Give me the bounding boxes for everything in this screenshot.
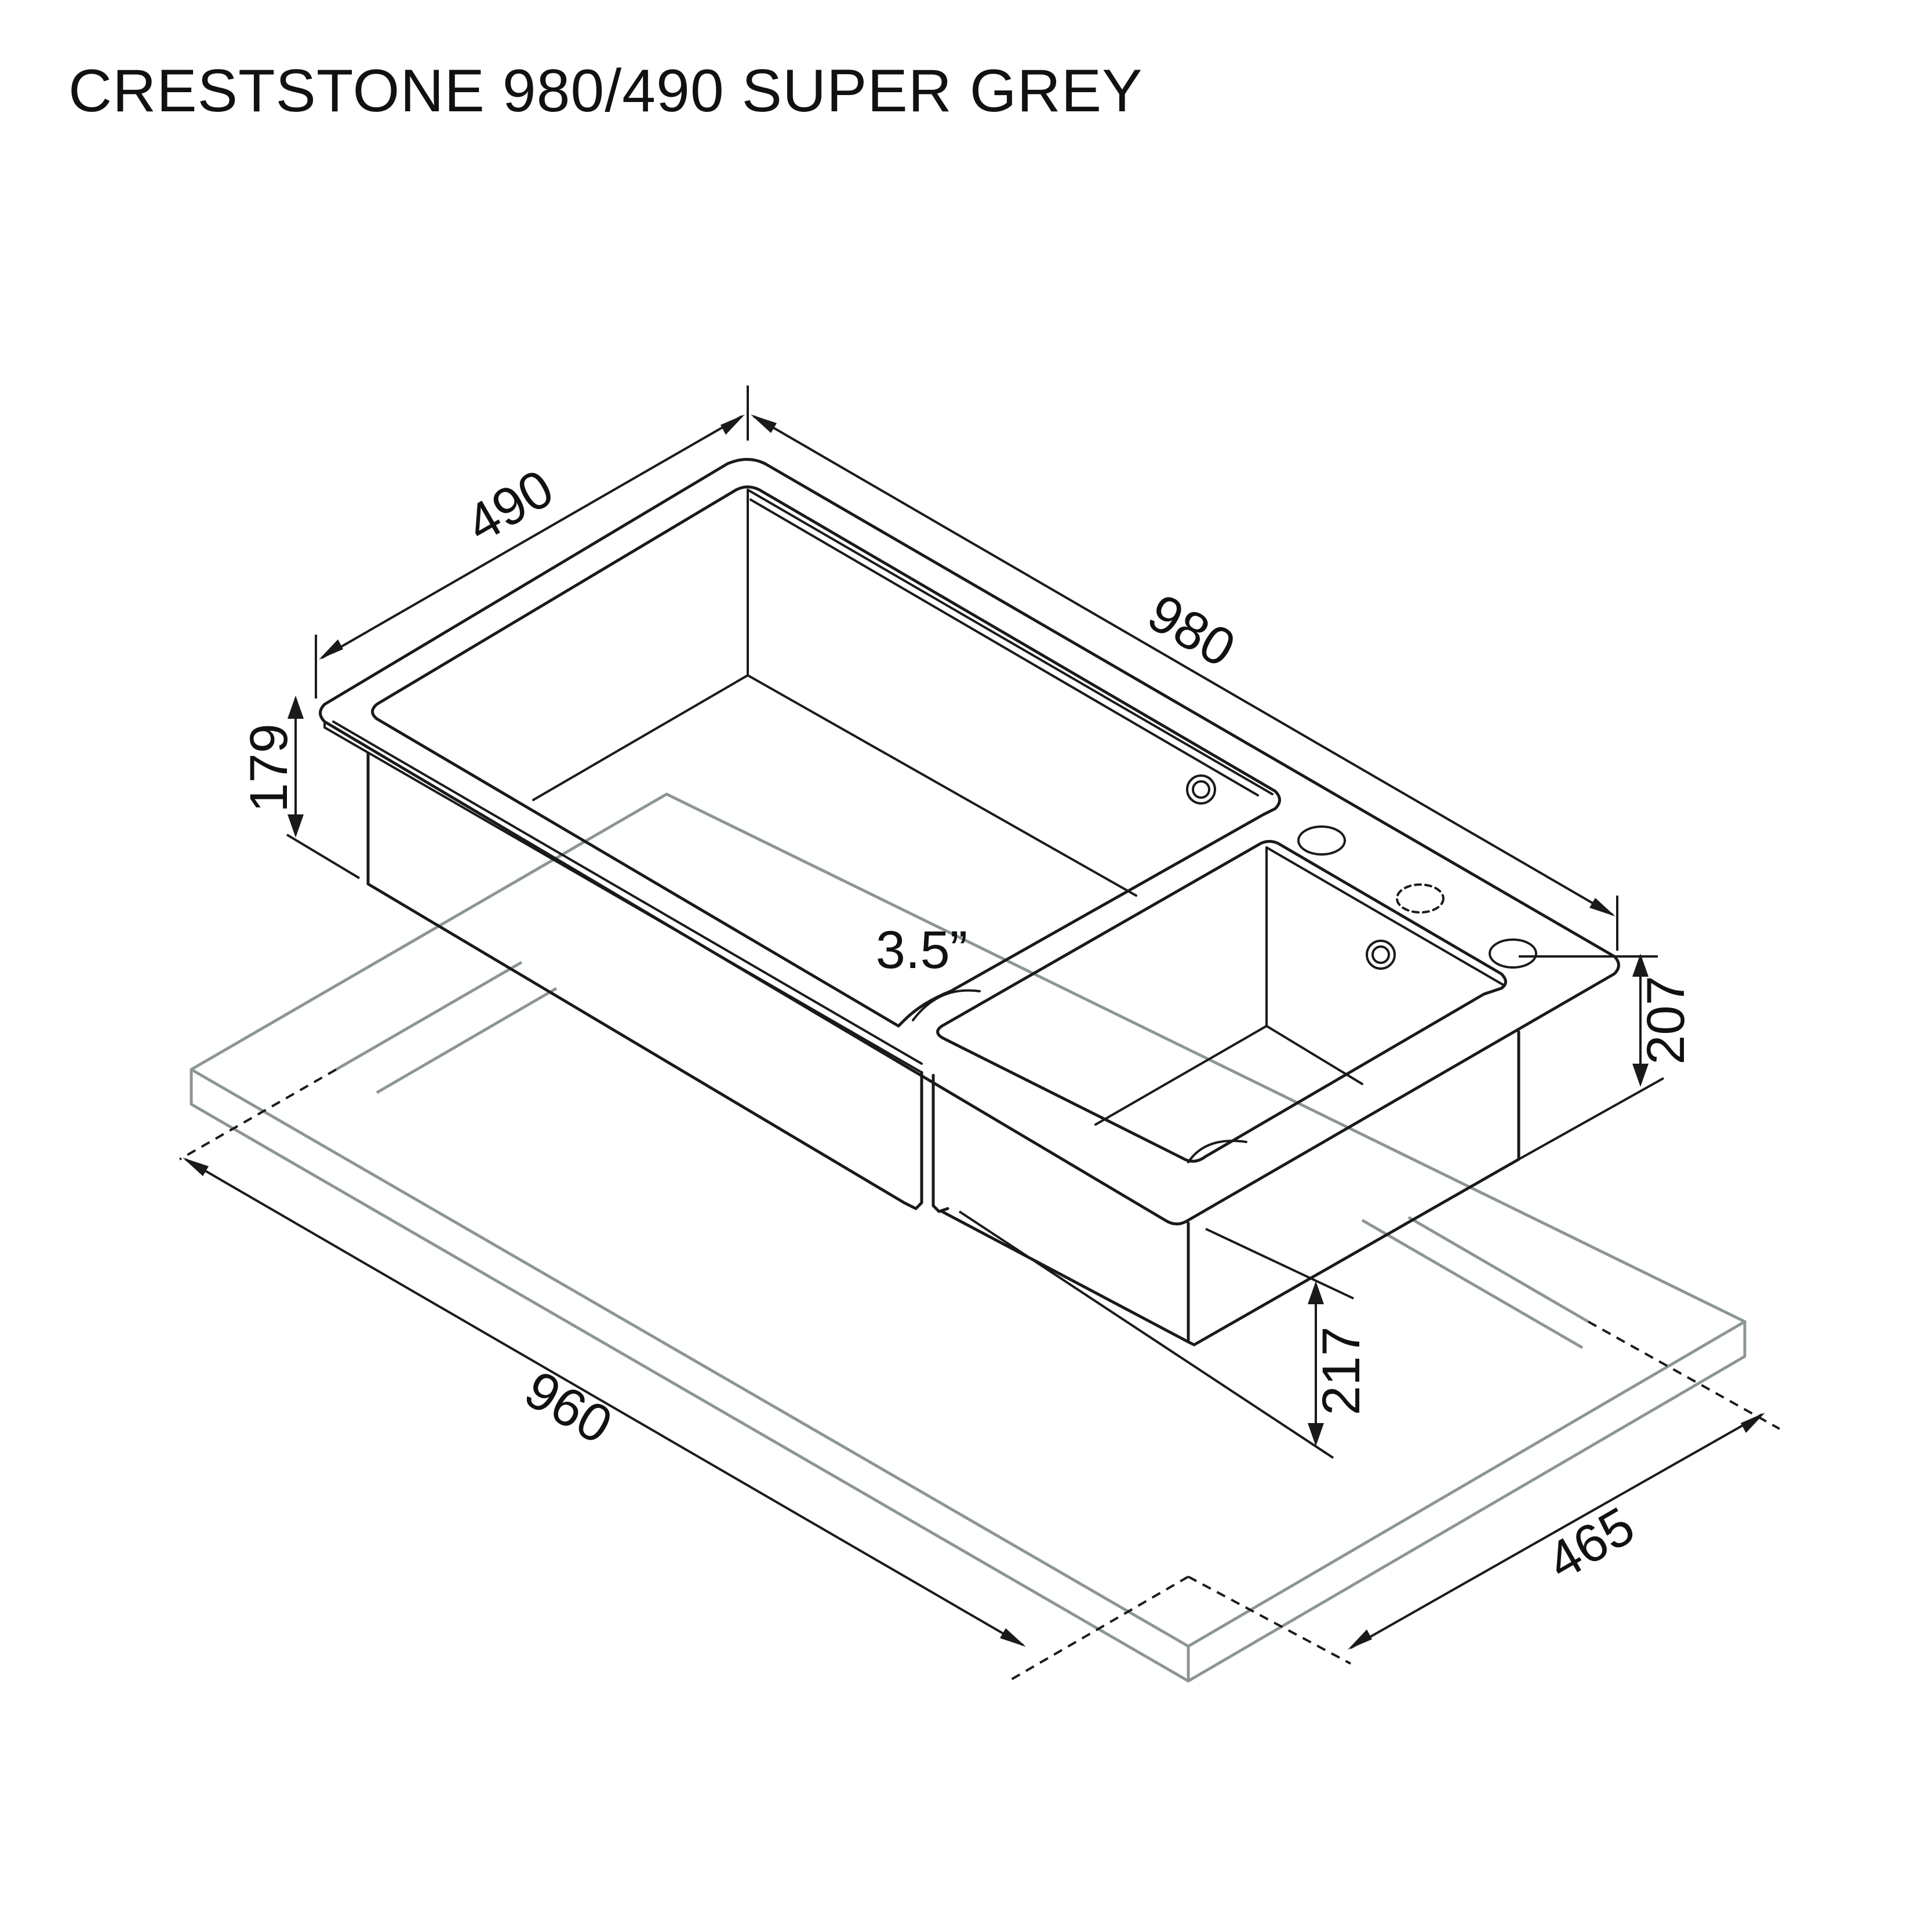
cutout-dashed-outline [179,1068,1780,1682]
dim-small-bowl-height: 207 [1636,976,1695,1065]
dim-cutout-depth: 465 [1538,1496,1644,1592]
dimension-labels: 490 980 179 207 217 960 465 3.5” [239,459,1695,1592]
bowl-bodies [366,752,1520,1347]
large-bowl [371,485,1281,1028]
dim-cutout-length: 960 [515,1360,622,1456]
small-bowl [936,840,1507,1163]
dimension-lines [183,414,1765,1650]
dim-top-depth: 490 [457,459,563,554]
tap-holes [1297,825,1537,969]
dim-drain-size: 3.5” [876,920,968,980]
extension-lines [286,385,1664,1459]
sink-top-rim [319,458,1620,1225]
dim-top-length: 980 [1138,583,1245,679]
dim-large-bowl-height: 179 [239,723,299,813]
countertop-slab [190,792,1747,1683]
dim-cutout-height: 217 [1312,1326,1371,1416]
product-title: CRESTSTONE 980/490 SUPER GREY [68,57,1143,125]
